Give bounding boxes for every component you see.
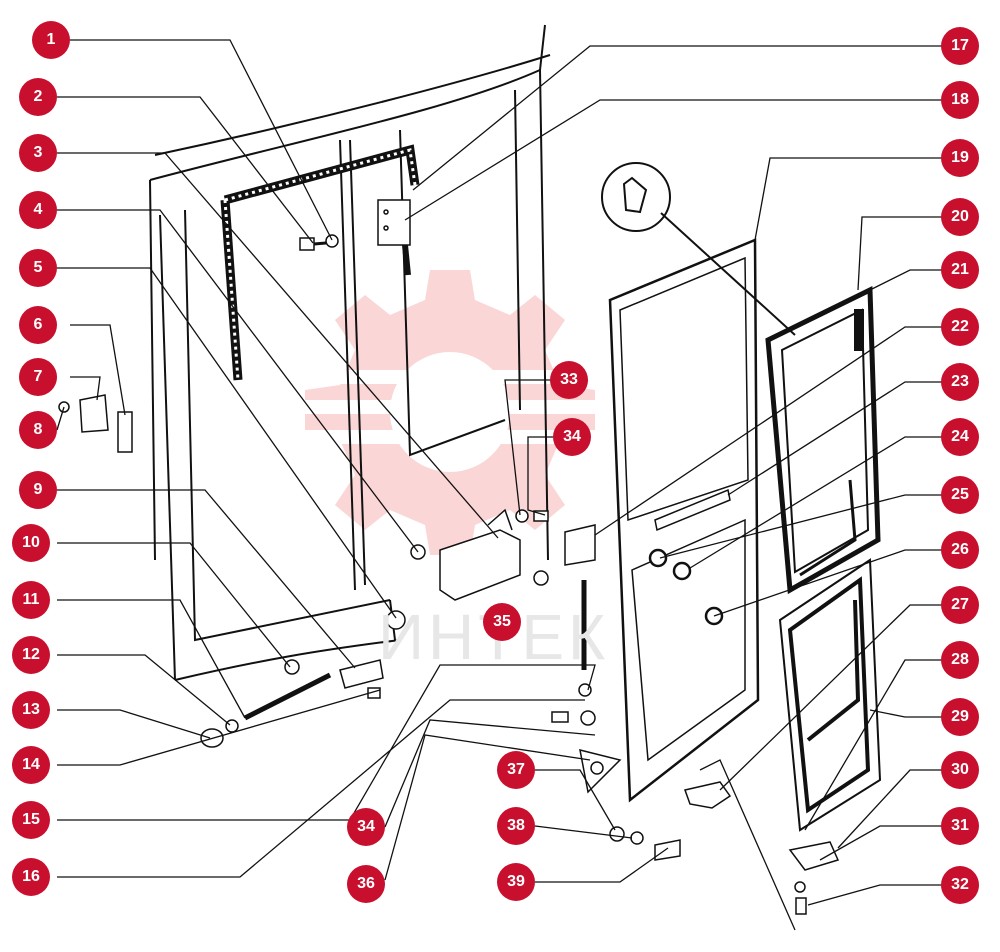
latch-bracket xyxy=(410,508,596,601)
callout-31: 31 xyxy=(941,807,979,845)
callout-26: 26 xyxy=(941,531,979,569)
hinge-assembly xyxy=(377,199,411,276)
callout-27: 27 xyxy=(941,586,979,624)
cab-frame xyxy=(149,24,551,681)
callout-28: 28 xyxy=(941,641,979,679)
callout-12: 12 xyxy=(12,636,50,674)
callout-19: 19 xyxy=(941,139,979,177)
callout-20: 20 xyxy=(941,198,979,236)
callout-3: 3 xyxy=(19,134,57,172)
door-panel xyxy=(608,238,760,803)
callout-21: 21 xyxy=(941,251,979,289)
callout-39: 39 xyxy=(497,863,535,901)
callout-30: 30 xyxy=(941,751,979,789)
callout-4: 4 xyxy=(19,191,57,229)
callout-36: 36 xyxy=(347,865,385,903)
callout-22: 22 xyxy=(941,308,979,346)
callout-23: 23 xyxy=(941,363,979,401)
callout-32: 32 xyxy=(941,866,979,904)
callout-18: 18 xyxy=(941,81,979,119)
rod-and-fasteners xyxy=(533,570,622,794)
callout-37: 37 xyxy=(497,751,535,789)
callout-5: 5 xyxy=(19,249,57,287)
bolt-and-washer xyxy=(299,234,339,251)
callout-14: 14 xyxy=(12,746,50,784)
callout-29: 29 xyxy=(941,698,979,736)
door-seal-strip xyxy=(220,144,420,381)
callout-33: 33 xyxy=(550,361,588,399)
callout-10: 10 xyxy=(12,524,50,562)
callout-6: 6 xyxy=(19,306,57,344)
callout-7: 7 xyxy=(19,358,57,396)
callout-1: 1 xyxy=(32,21,70,59)
callout-17: 17 xyxy=(941,27,979,65)
bottom-bracket xyxy=(788,841,840,915)
callout-38: 38 xyxy=(497,807,535,845)
window-glass-set xyxy=(765,286,882,832)
callout-34a: 34 xyxy=(553,418,591,456)
door-handle xyxy=(609,781,732,861)
callout-25: 25 xyxy=(941,476,979,514)
callout-2: 2 xyxy=(19,78,57,116)
leader-lines xyxy=(56,39,943,931)
detail-magnifier xyxy=(601,162,796,336)
watermark-logo xyxy=(300,270,600,555)
callout-8: 8 xyxy=(19,411,57,449)
callout-11: 11 xyxy=(12,581,50,619)
callout-24: 24 xyxy=(941,418,979,456)
callout-35: 35 xyxy=(483,603,521,641)
callout-13: 13 xyxy=(12,691,50,729)
callout-15: 15 xyxy=(12,801,50,839)
callout-16: 16 xyxy=(12,858,50,896)
callout-9: 9 xyxy=(19,471,57,509)
callout-34b: 34 xyxy=(347,808,385,846)
